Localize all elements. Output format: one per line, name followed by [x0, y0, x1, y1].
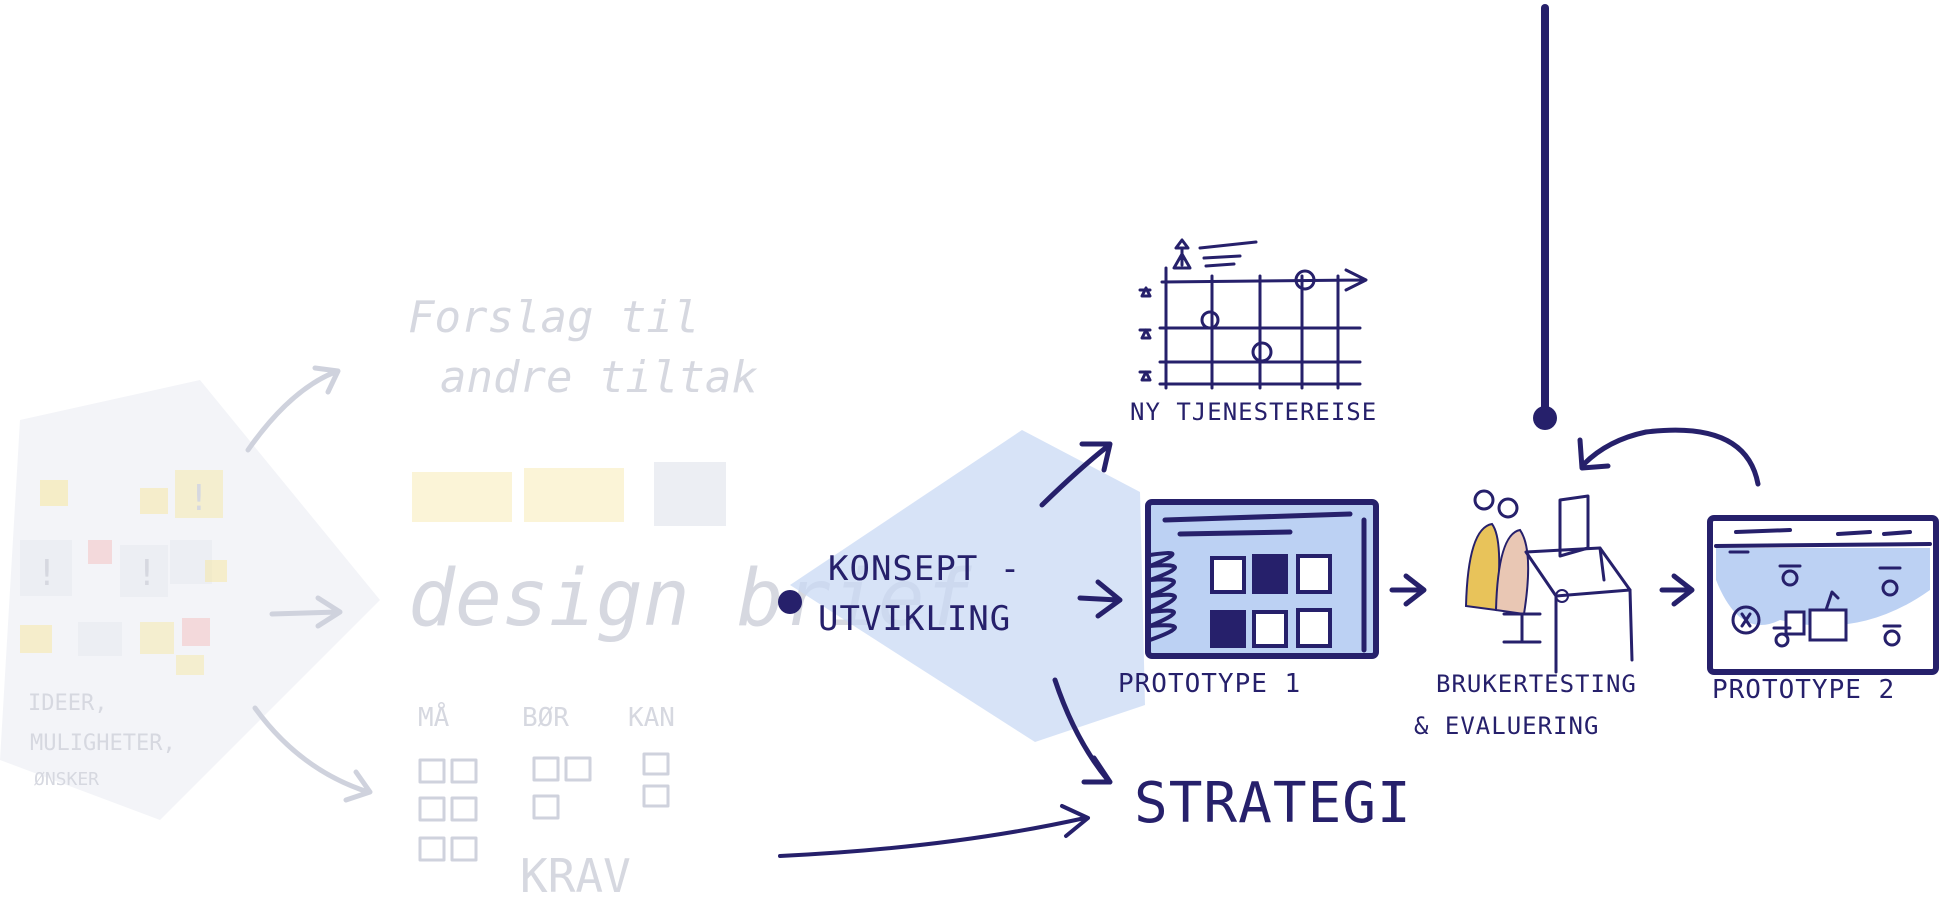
service-journey-label: NY TJENESTEREISE: [1130, 398, 1377, 426]
sticky-mark: !: [188, 478, 210, 519]
brief-card: [654, 462, 726, 526]
concept-highlight: [790, 430, 1145, 742]
ideas-label-line-3: ØNSKER: [34, 769, 99, 790]
priority-header-must: MÅ: [418, 701, 450, 733]
arrow-requirements-to-strategy: [778, 804, 1090, 858]
faded-arrow-right: [269, 595, 343, 629]
sticky-mark: !: [136, 553, 158, 594]
requirement-boxes: [418, 752, 670, 862]
prototype-2-sketch: [1707, 515, 1939, 675]
concept-dot: [778, 590, 802, 614]
concept-label-line-2: UTVIKLING: [818, 599, 1011, 639]
feedback-arrow: [1577, 427, 1761, 487]
suggestions-label-line-2: andre tiltak: [440, 352, 758, 403]
faded-arrow-down: [252, 705, 373, 803]
sticky-mark: !: [36, 553, 58, 594]
priority-header-could: KAN: [628, 703, 675, 733]
ideas-label-line-2: MULIGHETER,: [30, 731, 176, 756]
priority-header-should: BØR: [522, 703, 569, 733]
arrow-to-testing: [1389, 573, 1427, 607]
timeline-marker: [1533, 4, 1557, 430]
faded-stage: ! ! ! IDEER, MULIGHETER, ØNSKER Forslag …: [0, 292, 973, 903]
prototype-2-label: PROTOTYPE 2: [1712, 675, 1895, 705]
sticky-notes-cluster: [20, 470, 227, 675]
testing-label-line-1: BRUKERTESTING: [1436, 670, 1637, 698]
faded-arrow-up: [245, 365, 341, 453]
ideas-label-line-1: IDEER,: [28, 691, 107, 716]
brief-card: [524, 468, 624, 522]
prototype-1-sketch: [1145, 499, 1379, 659]
service-journey-chart: [1138, 238, 1368, 390]
arrow-to-strategy: [1052, 677, 1113, 785]
strategy-label: STRATEGI: [1134, 771, 1412, 836]
arrow-to-prototype-2: [1659, 573, 1695, 607]
arrow-to-prototype-1: [1077, 579, 1123, 619]
concept-label-line-1: KONSEPT -: [828, 549, 1021, 589]
ideas-backdrop: [0, 380, 380, 820]
testing-label-line-2: & EVALUERING: [1414, 712, 1599, 740]
user-testing-sketch: [1464, 489, 1634, 674]
brief-card: [412, 472, 512, 522]
prototype-1-label: PROTOTYPE 1: [1118, 669, 1301, 699]
arrow-to-service-journey: [1039, 441, 1113, 508]
requirements-label: KRAV: [520, 849, 631, 903]
suggestions-label-line-1: Forslag til: [408, 292, 699, 343]
